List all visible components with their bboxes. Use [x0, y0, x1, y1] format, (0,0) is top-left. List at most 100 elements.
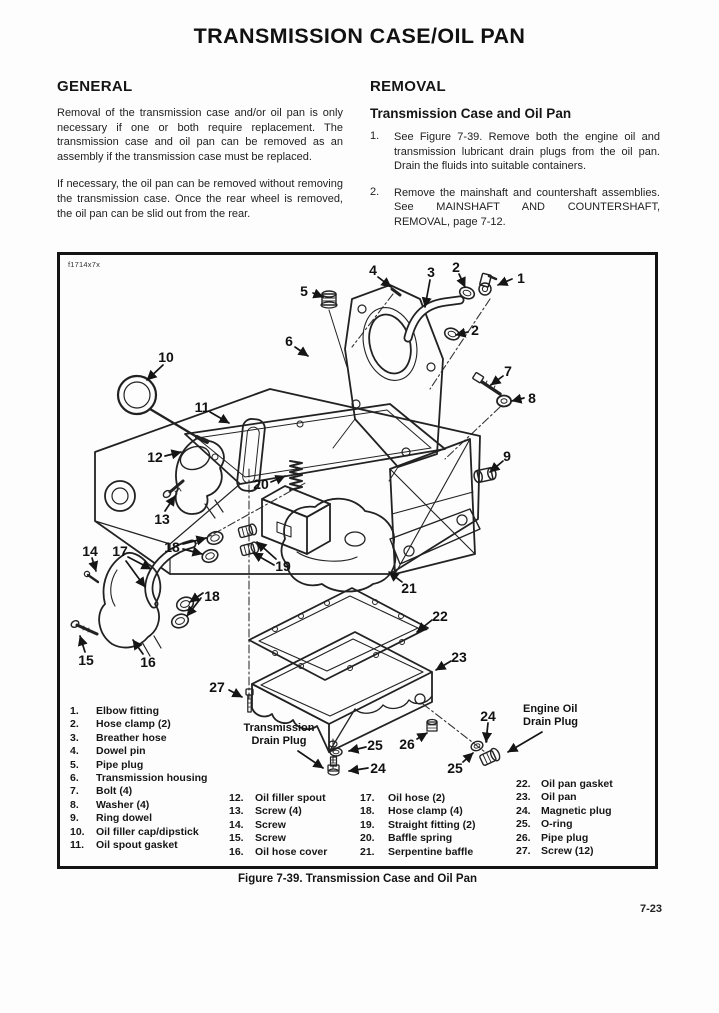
- part-name: Oil spout gasket: [96, 838, 178, 851]
- part-number: 15.: [229, 832, 244, 845]
- parts-item: 16. Oil hose cover: [229, 846, 327, 859]
- callout-19: 19: [275, 558, 291, 574]
- engine-oil-drain-plug-label: Engine Oil Drain Plug: [523, 703, 579, 728]
- part-name: Screw (4): [255, 805, 302, 818]
- part-name: Dowel pin: [96, 745, 146, 758]
- callout-4: 4: [369, 262, 377, 278]
- part-number: 6.: [70, 771, 79, 784]
- part-number: 5.: [70, 758, 79, 771]
- parts-item: 5. Pipe plug: [70, 759, 207, 772]
- part-name: Oil filler spout: [255, 792, 326, 804]
- part-name: O-ring: [541, 818, 573, 831]
- callout-22: 22: [432, 608, 448, 624]
- part-name: Pipe plug: [96, 758, 144, 771]
- part-number: 4.: [70, 745, 79, 758]
- figure-code: f1714x7x: [68, 260, 101, 269]
- part-name: Screw: [255, 832, 286, 845]
- part-name: Straight fitting (2): [388, 818, 476, 831]
- part-name: Pipe plug: [541, 831, 589, 844]
- callout-17: 17: [112, 543, 128, 559]
- parts-item: 3.Breather hose: [70, 732, 207, 745]
- page-title: TRANSMISSION CASE/OIL PAN: [193, 24, 526, 48]
- part-name: Oil pan: [541, 791, 577, 804]
- part-name: Magnetic plug: [541, 804, 612, 817]
- part-name: Hose clamp (2): [96, 718, 171, 731]
- callout-10: 10: [158, 349, 174, 365]
- part-number: 13.: [229, 805, 244, 818]
- part-number: 2.: [70, 718, 79, 731]
- step-text: See Figure 7-39. Remove both the engine …: [394, 131, 660, 173]
- general-section: GENERAL Removal of the transmission case…: [57, 78, 343, 234]
- page-number: 7-23: [640, 903, 663, 915]
- step-number: 2.: [370, 185, 380, 198]
- part-name: Oil hose (2): [388, 792, 446, 804]
- parts-item: 1.Elbow fitting: [70, 705, 207, 718]
- removal-section: REMOVAL Transmission Case and Oil Pan 1.…: [370, 78, 660, 242]
- general-paragraph-1: Removal of the transmission case and/or …: [57, 107, 343, 163]
- callout-14: 14: [82, 543, 98, 559]
- parts-item: 27. Screw (12): [516, 845, 613, 858]
- callout-23: 23: [451, 649, 467, 665]
- parts-item: 13. Screw (4): [229, 805, 327, 818]
- parts-item: 17. Oil hose (2): [360, 792, 476, 805]
- part-name: Washer (4): [96, 798, 150, 811]
- step-number: 1.: [370, 130, 380, 142]
- parts-item: 8. Washer (4): [70, 799, 207, 812]
- callout-27: 27: [209, 679, 225, 695]
- callout-24: 24: [370, 760, 386, 776]
- callout-25: 25: [447, 760, 463, 776]
- callout-21: 21: [401, 580, 417, 596]
- part-name: Screw (12): [541, 844, 594, 857]
- part-name: Breather hose: [96, 731, 167, 744]
- parts-item: 26. Pipe plug: [516, 832, 613, 845]
- callout-6: 6: [285, 333, 293, 349]
- part-number: 10.: [70, 825, 85, 838]
- removal-step-1: 1. See Figure 7-39. Remove both the engi…: [370, 130, 660, 174]
- part-number: 23.: [516, 791, 531, 804]
- callout-2: 2: [471, 322, 479, 338]
- part-number: 14.: [229, 818, 244, 831]
- part-name: Screw: [255, 818, 286, 831]
- part-number: 9.: [70, 812, 79, 825]
- callout-20: 20: [253, 476, 269, 492]
- parts-item: 21.Serpentine baffle: [360, 846, 476, 859]
- removal-subheading: Transmission Case and Oil Pan: [370, 106, 572, 121]
- parts-item: 15. Screw: [229, 832, 327, 845]
- parts-item: 6.Transmission housing: [70, 772, 207, 785]
- part-name: Oil pan gasket: [541, 778, 613, 790]
- callout-5: 5: [300, 283, 308, 299]
- part-number: 27.: [516, 844, 531, 857]
- parts-item: 19.Straight fitting (2): [360, 819, 476, 832]
- part-number: 11.: [70, 838, 85, 851]
- part-name: Baffle spring: [388, 832, 453, 845]
- parts-item: 20.Baffle spring: [360, 832, 476, 845]
- general-heading: GENERAL: [57, 78, 133, 95]
- parts-item: 12. Oil filler spout: [229, 792, 327, 805]
- part-number: 1.: [70, 705, 79, 717]
- part-number: 26.: [516, 831, 531, 844]
- parts-item: 18.Hose clamp (4): [360, 805, 476, 818]
- exploded-diagram: [57, 252, 658, 869]
- callout-15: 15: [78, 652, 94, 668]
- parts-list-col3: 17. Oil hose (2)18.Hose clamp (4)19.Strai…: [360, 792, 476, 859]
- part-number: 24.: [516, 804, 531, 817]
- general-paragraph-2: If necessary, the oil pan can be removed…: [57, 178, 343, 220]
- part-name: Oil hose cover: [255, 845, 328, 858]
- part-name: Serpentine baffle: [388, 845, 474, 858]
- part-number: 16.: [229, 845, 244, 858]
- callout-12: 12: [147, 449, 163, 465]
- part-number: 17.: [360, 792, 375, 804]
- step-text: Remove the mainshaft and countershaft as…: [394, 186, 660, 228]
- parts-item: 2. Hose clamp (2): [70, 718, 207, 731]
- callout-1: 1: [517, 270, 525, 286]
- callout-11: 11: [194, 399, 210, 415]
- figure-caption: Figure 7-39. Transmission Case and Oil P…: [237, 873, 478, 885]
- callout-2: 2: [452, 259, 460, 275]
- part-number: 8.: [70, 798, 79, 811]
- part-number: 12.: [229, 792, 244, 804]
- parts-item: 25.O-ring: [516, 818, 613, 831]
